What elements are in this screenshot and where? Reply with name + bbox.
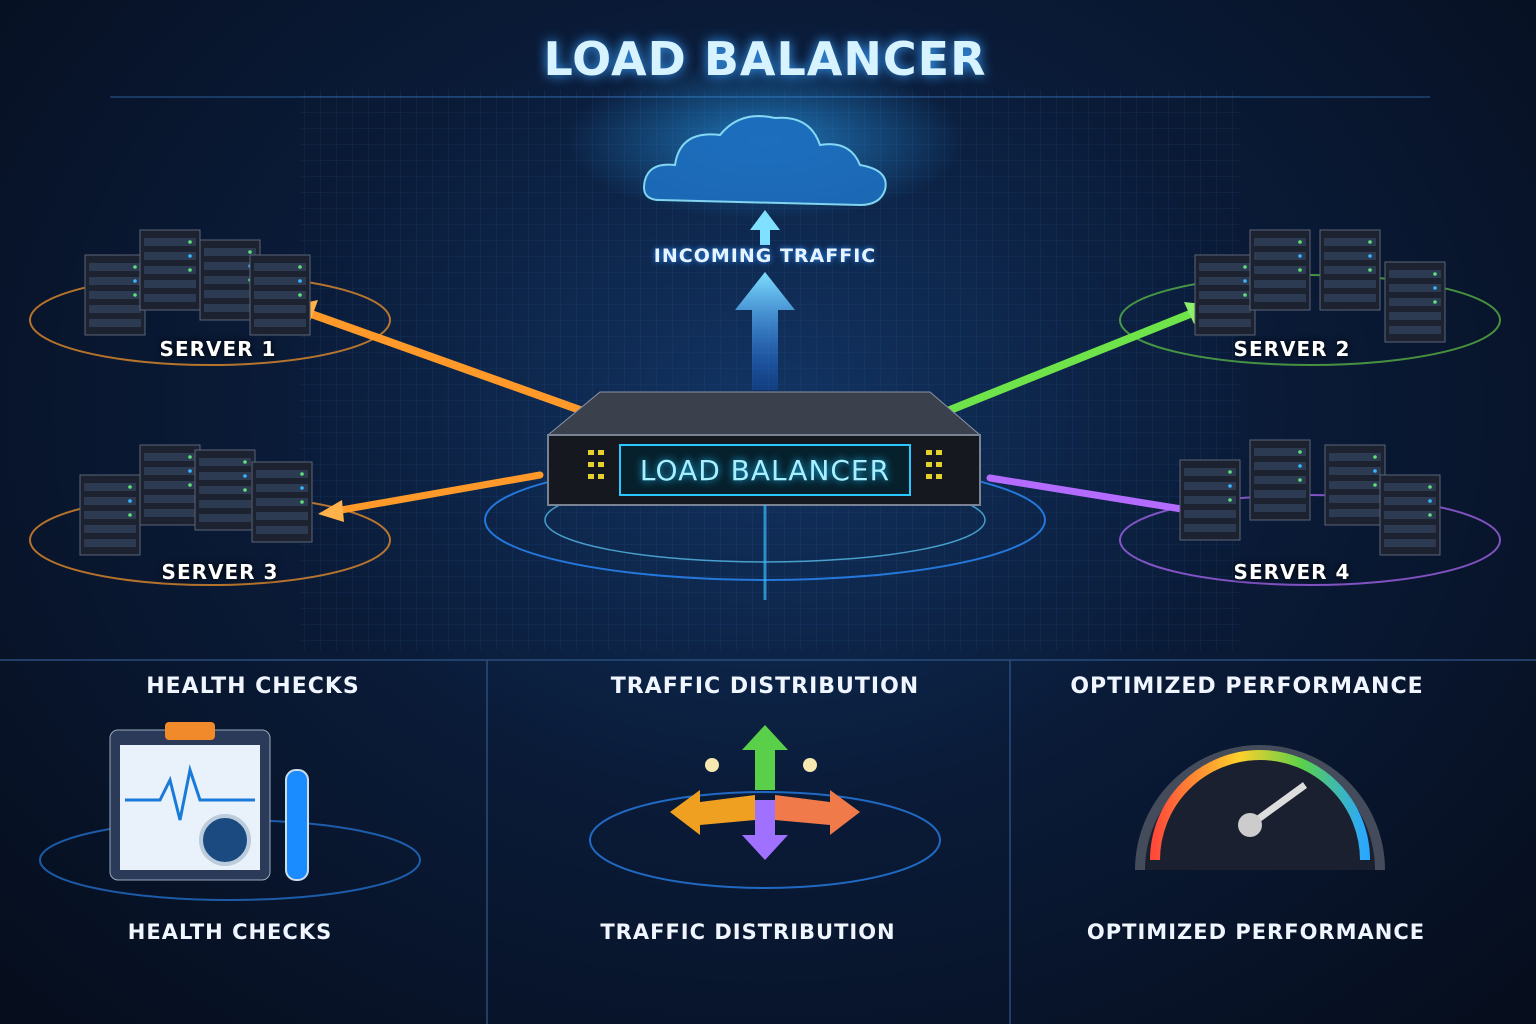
page-title: LOAD BALANCER bbox=[543, 32, 987, 86]
server-1-racks bbox=[84, 229, 311, 336]
incoming-traffic-arrow bbox=[735, 272, 795, 390]
arrow-to-server-2 bbox=[946, 306, 1204, 414]
optimized-performance-heading: OPTIMIZED PERFORMANCE bbox=[1070, 674, 1424, 699]
panel-dividers bbox=[0, 659, 1536, 1024]
optimized-performance-caption: OPTIMIZED PERFORMANCE bbox=[1086, 920, 1426, 944]
cloud-icon bbox=[565, 60, 965, 220]
traffic-distribution-caption: TRAFFIC DISTRIBUTION bbox=[600, 920, 896, 944]
arrow-up-small-icon bbox=[750, 210, 780, 245]
server-3-racks bbox=[79, 444, 313, 556]
server-1-label: SERVER 1 bbox=[159, 337, 277, 361]
server-3-label: SERVER 3 bbox=[161, 560, 279, 584]
server-2-label: SERVER 2 bbox=[1233, 337, 1351, 361]
arrow-to-server-3 bbox=[326, 471, 544, 516]
performance-gauge-icon bbox=[1135, 745, 1385, 871]
health-checks-clipboard-icon bbox=[39, 722, 421, 901]
health-checks-heading: HEALTH CHECKS bbox=[146, 674, 360, 699]
arrow-to-server-1 bbox=[296, 306, 584, 414]
traffic-distribution-icon bbox=[589, 725, 941, 889]
incoming-traffic-label: INCOMING TRAFFIC bbox=[653, 245, 877, 267]
arrow-to-server-4 bbox=[986, 474, 1204, 516]
server-4-label: SERVER 4 bbox=[1233, 560, 1351, 584]
load-balancer-device bbox=[546, 391, 982, 506]
health-checks-caption: HEALTH CHECKS bbox=[127, 920, 333, 944]
load-balancer-label: LOAD BALANCER bbox=[639, 454, 891, 487]
traffic-distribution-heading: TRAFFIC DISTRIBUTION bbox=[610, 674, 920, 699]
